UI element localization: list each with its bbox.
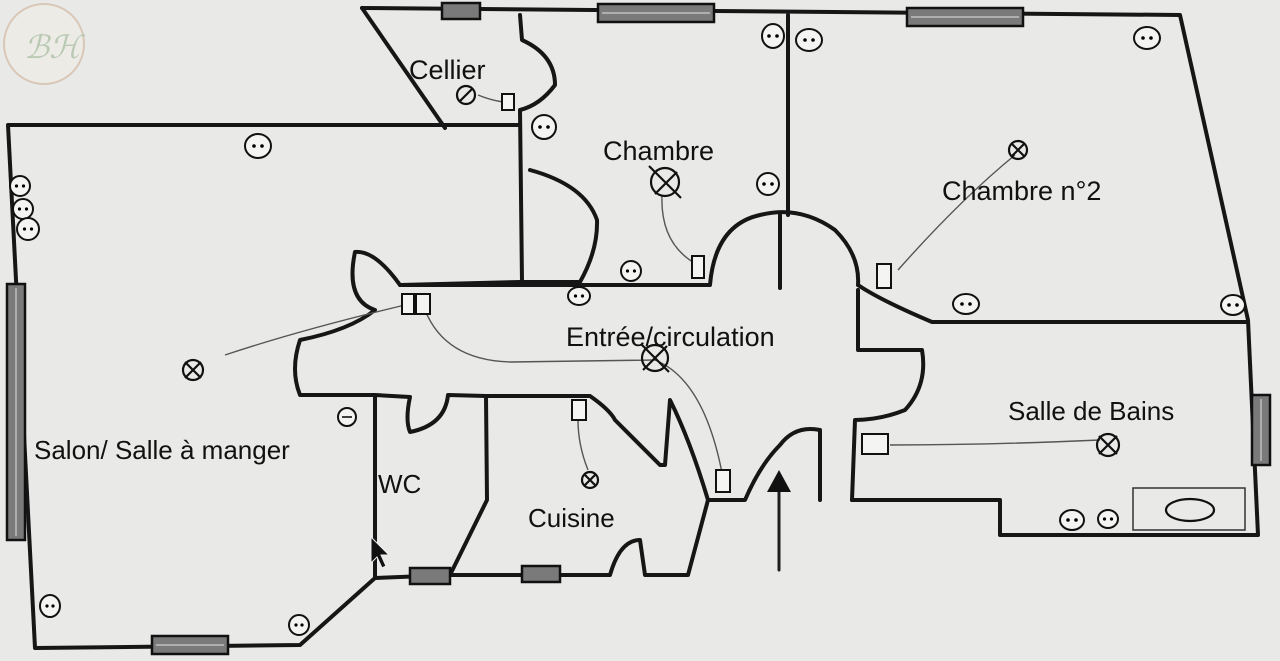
wc-wall <box>373 393 489 577</box>
room-label-entree: Entrée/circulation <box>566 322 775 352</box>
salon-right-wall <box>293 249 522 580</box>
room-label-chambre: Chambre <box>603 136 714 166</box>
room-label-cuisine: Cuisine <box>528 503 615 533</box>
entrance-arrow-icon <box>767 470 791 572</box>
cellier-partition <box>518 13 557 284</box>
room-label-wc: WC <box>378 469 421 499</box>
room-label-salon: Salon/ Salle à manger <box>34 435 290 465</box>
window-icon <box>5 1 1272 656</box>
switch-icon <box>401 93 892 493</box>
mouse-cursor-icon <box>370 535 391 569</box>
room-label-cellier: Cellier <box>409 55 486 85</box>
bathroom-left-wall <box>850 288 926 502</box>
chambre2-lower-wall <box>856 283 1250 324</box>
outlet-icon <box>9 23 1246 636</box>
room-label-salle-de-bains: Salle de Bains <box>1008 396 1174 426</box>
exterior-walls <box>6 6 1260 650</box>
bathtub-icon <box>1132 487 1246 531</box>
logo-icon: ℬℋ <box>3 3 85 85</box>
wiring <box>224 94 1101 479</box>
cellier-wall <box>360 6 447 130</box>
chambre-lower-wall <box>520 168 600 284</box>
svg-text:ℬℋ: ℬℋ <box>24 28 85 66</box>
cuisine-wall <box>485 394 710 502</box>
light-fixture-icon <box>181 84 1121 490</box>
room-label-chambre-2: Chambre n°2 <box>942 176 1101 206</box>
circulation-top-wall <box>398 210 861 287</box>
